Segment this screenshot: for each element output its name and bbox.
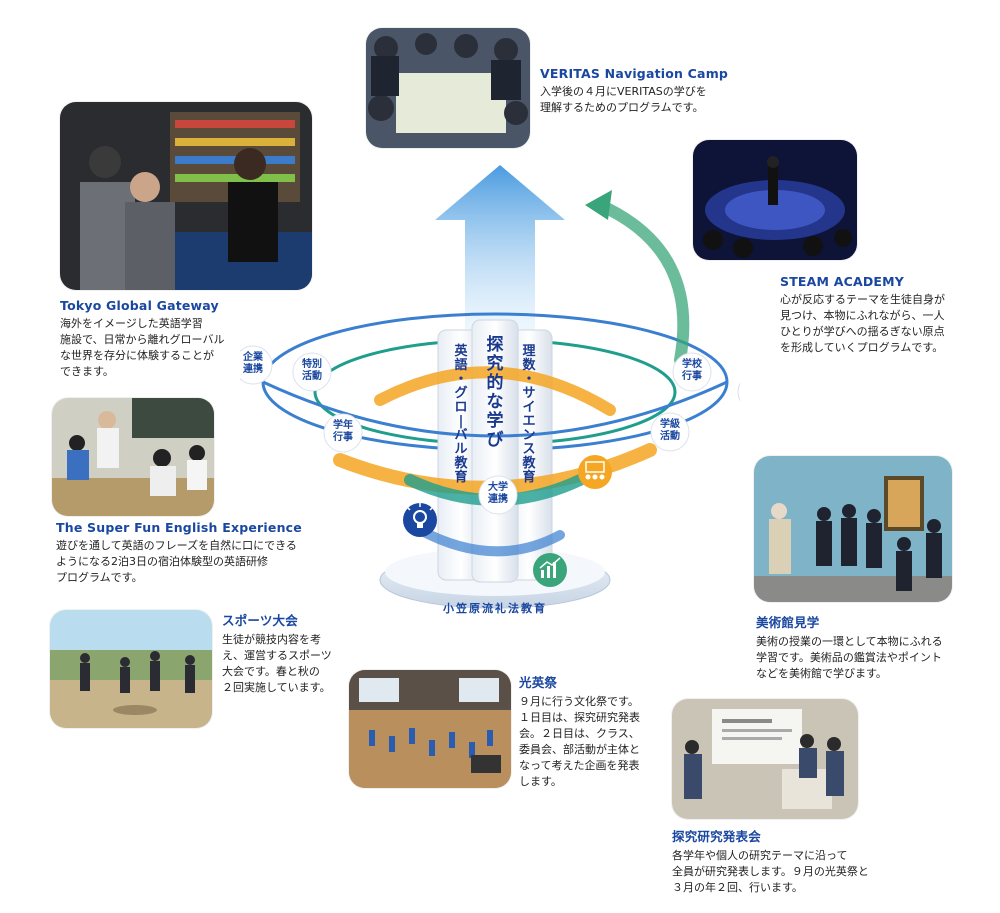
program-title: 探究研究発表会: [672, 829, 761, 844]
program-museum: 美術館見学 美術の授業の一環として本物にふれる 学習です。美術品の鑑賞法やポイン…: [756, 612, 976, 682]
badge-label: 行事: [332, 430, 353, 443]
program-desc: ９月に行う文化祭です。 １日目は、探究研究発表 会。２日目は、クラス、 委員会、…: [519, 695, 640, 788]
photo-super-fun-english: [52, 398, 214, 516]
lightbulb-icon: [403, 503, 437, 537]
photo-steam-academy: [693, 140, 857, 260]
photo-veritas-camp: [366, 28, 530, 148]
pillar-label-science: 理数・サイエンス教育: [521, 344, 536, 485]
growth-arrow: [435, 165, 565, 340]
program-steam: STEAM ACADEMY 心が反応するテーマを生徒自身が 見つけ、本物にふれな…: [780, 274, 990, 356]
program-title: STEAM ACADEMY: [780, 274, 905, 289]
program-desc: 海外をイメージした英語学習 施設で、日常から離れグローバル な世界を存分に体験す…: [60, 317, 225, 378]
program-desc: 入学後の４月にVERITASの学びを 理解するためのプログラムです。: [540, 85, 707, 114]
badge-label: 学年: [333, 418, 353, 431]
program-title: The Super Fun English Experience: [56, 520, 302, 535]
program-super-fun: The Super Fun English Experience 遊びを通して英…: [56, 520, 336, 586]
badge-label: 連携: [488, 492, 508, 505]
badge-label: 特別: [302, 357, 322, 370]
learning-diagram: 英語・グロ|バル教育 探究的な学び 理数・サイエンス教育 小笠原流礼法教育 企業…: [240, 165, 740, 615]
pillar-label-inquiry: 探究的な学び: [487, 334, 504, 450]
program-tokyo-global: Tokyo Global Gateway 海外をイメージした英語学習 施設で、日…: [60, 298, 260, 380]
program-title: スポーツ大会: [222, 613, 298, 628]
photo-koeisai-festival: [349, 670, 511, 788]
photo-sports-day: [50, 610, 212, 728]
badge-chiiki: 地域連携: [737, 382, 740, 402]
badge-label: 大学: [488, 480, 508, 493]
pillar-label-english: 英語・グロ|バル教育: [453, 343, 468, 485]
photo-tokyo-global-gateway: [60, 102, 312, 290]
program-koeisai: 光英祭 ９月に行う文化祭です。 １日目は、探究研究発表 会。２日目は、クラス、 …: [519, 672, 669, 790]
badge-label: 学級: [660, 417, 680, 430]
badges: 企業連携特別活動学年行事学校行事地域連携学級活動大学連携: [240, 345, 740, 515]
program-desc: 心が反応するテーマを生徒自身が 見つけ、本物にふれながら、一人 ひとりが学びへの…: [780, 293, 945, 354]
photo-museum-visit: [754, 456, 952, 602]
badge-label: 連携: [243, 362, 263, 375]
badge-label: 活動: [660, 429, 680, 442]
photo-research-presentation: [672, 699, 858, 819]
program-desc: 各学年や個人の研究テーマに沿って 全員が研究発表します。９月の光英祭と ３月の年…: [672, 849, 869, 894]
badge-label: 企業: [242, 350, 264, 363]
program-veritas: VERITAS Navigation Camp 入学後の４月にVERITASの学…: [540, 66, 760, 116]
pillars: [437, 319, 553, 583]
program-title: Tokyo Global Gateway: [60, 298, 219, 313]
program-title: 美術館見学: [756, 615, 820, 630]
program-title: 光英祭: [519, 675, 558, 690]
program-sports: スポーツ大会 生徒が競技内容を考 え、運営するスポーツ 大会です。春と秋の ２回…: [222, 610, 362, 696]
program-desc: 美術の授業の一環として本物にふれる 学習です。美術品の鑑賞法やポイント などを美…: [756, 635, 943, 680]
program-title: VERITAS Navigation Camp: [540, 66, 729, 81]
program-desc: 遊びを通して英語のフレーズを自然に口にできる ようになる2泊3日の宿泊体験型の英…: [56, 539, 297, 584]
program-desc: 生徒が競技内容を考 え、運営するスポーツ 大会です。春と秋の ２回実施しています…: [222, 633, 332, 694]
program-research: 探究研究発表会 各学年や個人の研究テーマに沿って 全員が研究発表します。９月の光…: [672, 826, 922, 896]
growth-chart-icon: [533, 553, 567, 587]
badge-label: 活動: [302, 369, 322, 382]
presentation-team-icon: [578, 455, 612, 489]
base-label: 小笠原流礼法教育: [442, 601, 547, 615]
badge-label: 学校: [682, 357, 703, 370]
badge-label: 行事: [681, 369, 702, 382]
